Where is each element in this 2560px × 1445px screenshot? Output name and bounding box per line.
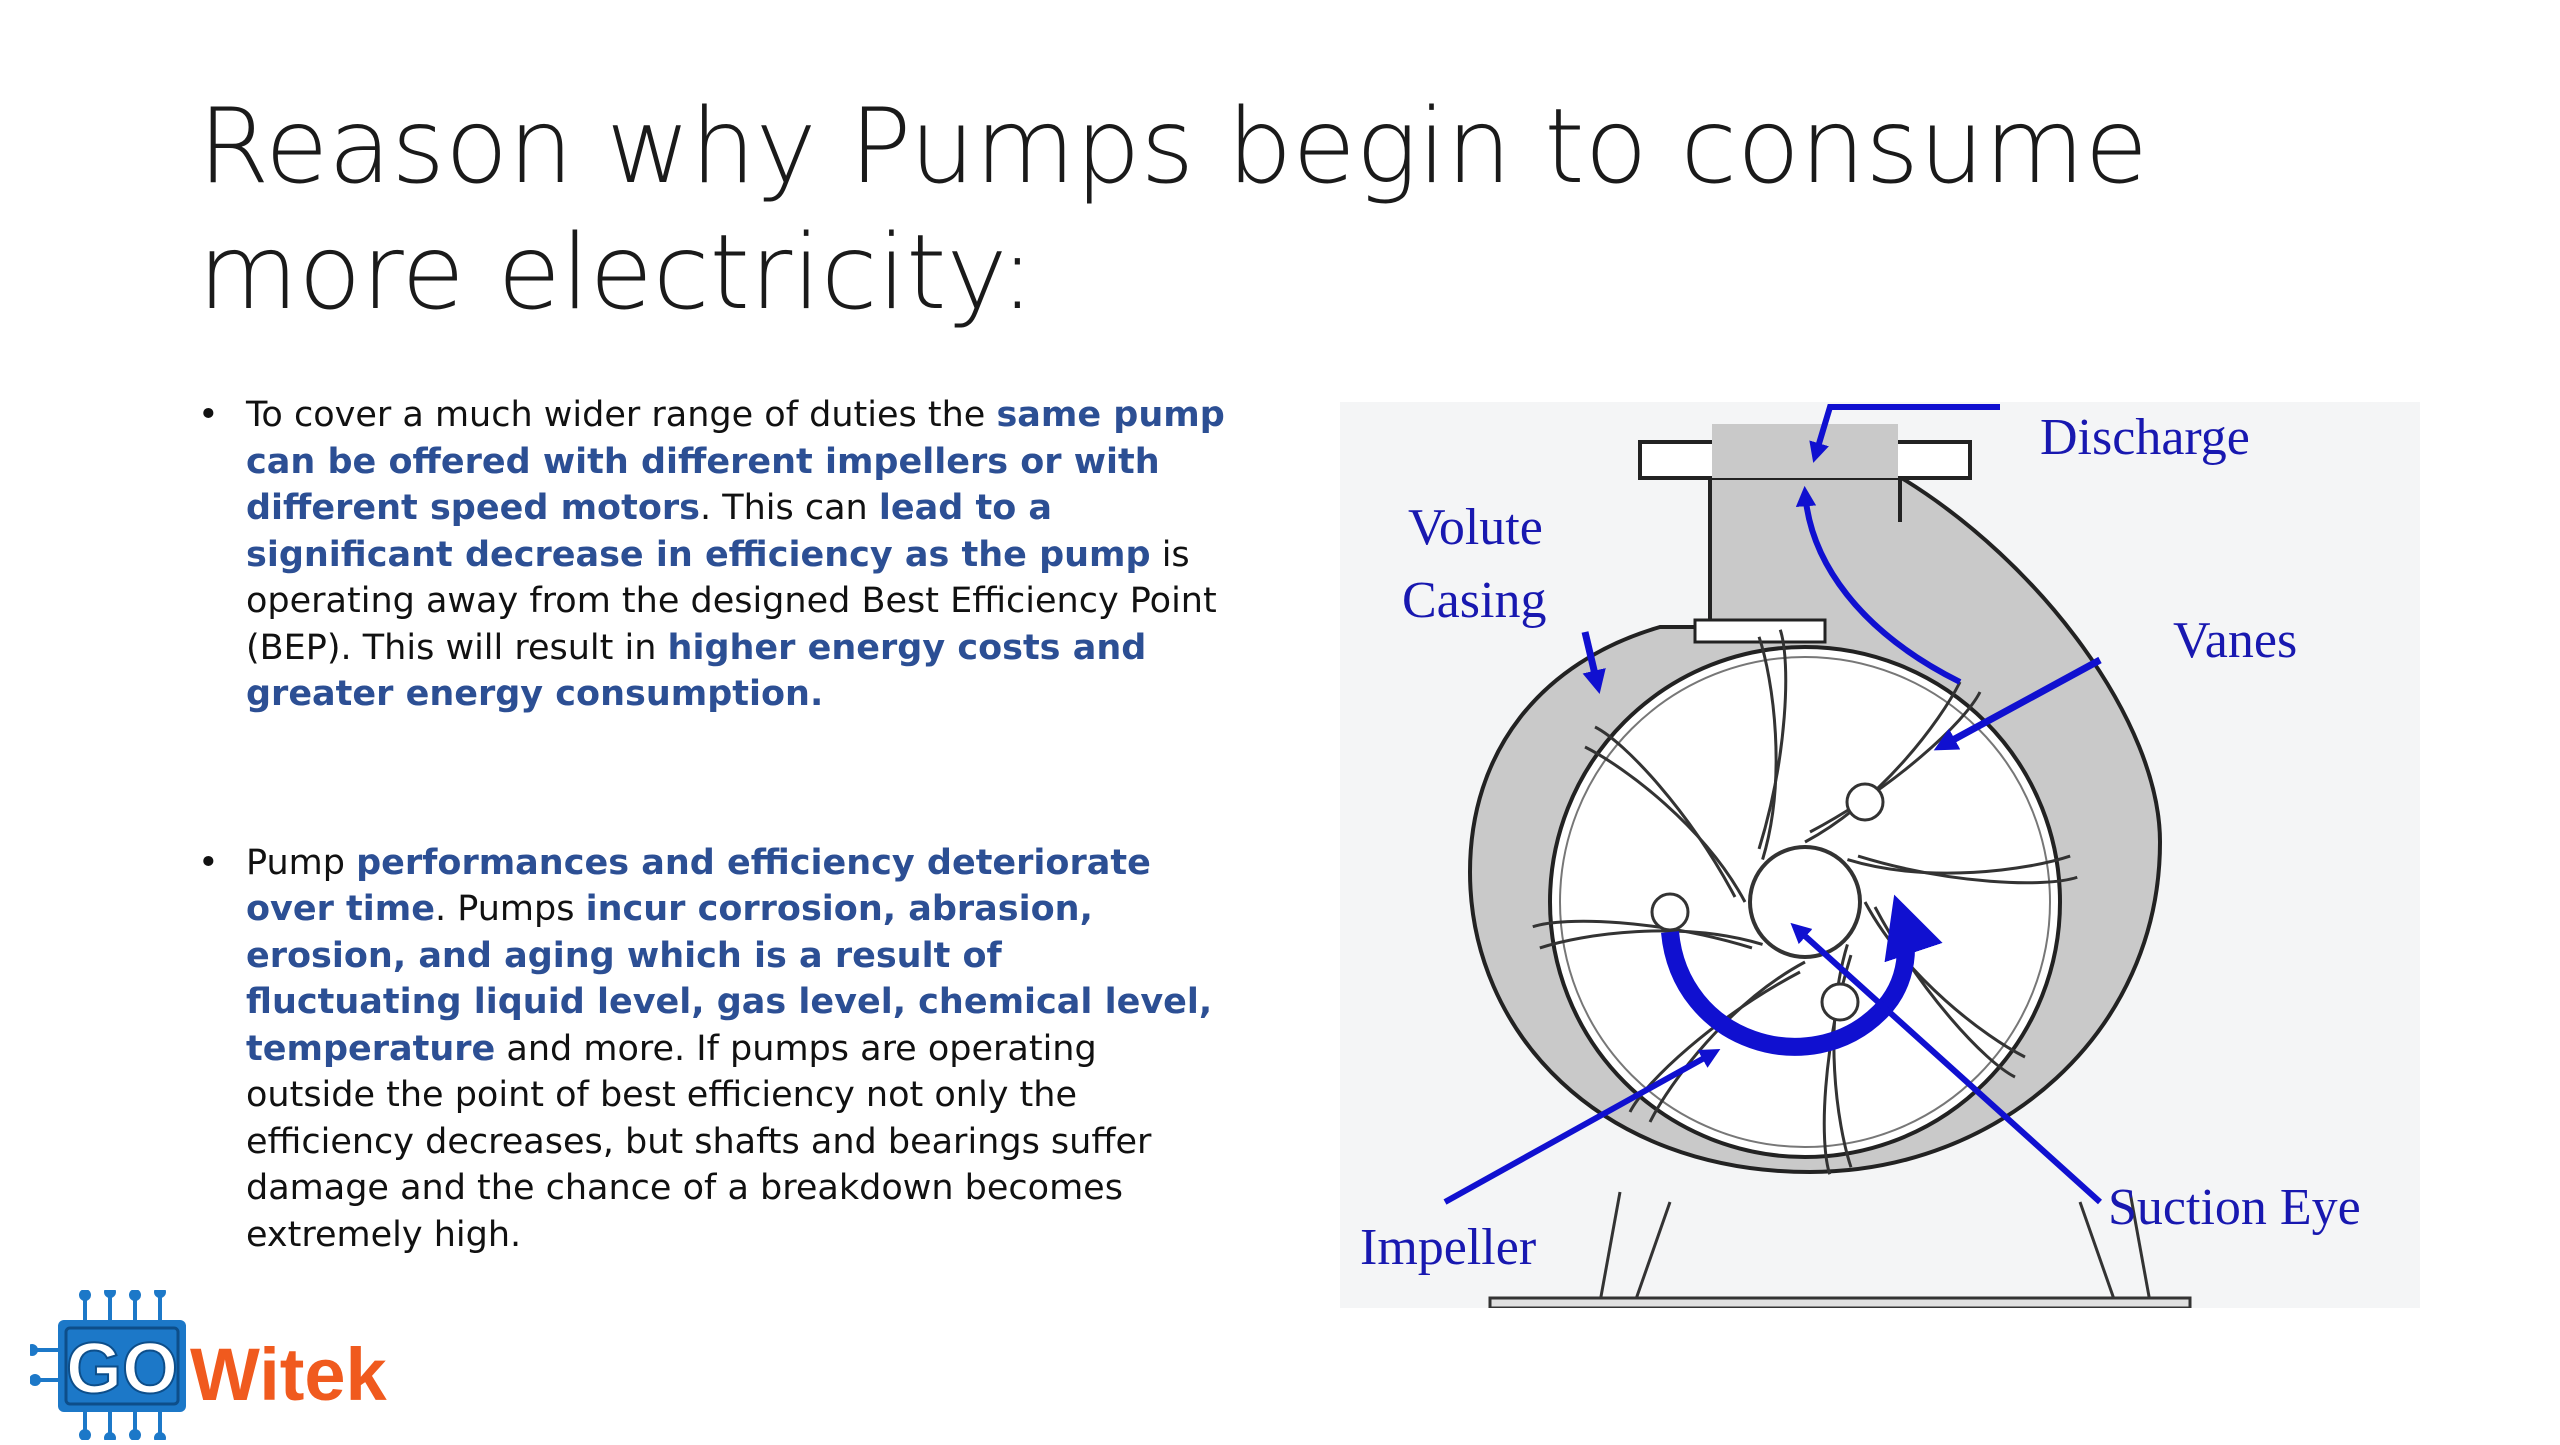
bullet-text: To cover a much wider range of duties th… xyxy=(246,395,1225,714)
pump-base xyxy=(1488,1191,2192,1308)
pump-diagram-svg: Discharge Volute Casing Vanes Suction Ey… xyxy=(1360,404,2361,1308)
logo-wordmark: Witek xyxy=(190,1333,388,1416)
bullet-segment: . This can xyxy=(699,488,879,528)
bullet-highlight: higher energy costs and greater energy c… xyxy=(246,627,1147,715)
impeller xyxy=(1524,621,2086,1183)
bullet-highlight: lead to a significant decrease in effici… xyxy=(246,488,1151,575)
bullet-segment: To cover a much wider range of duties th… xyxy=(246,395,997,435)
bullet-marker: • xyxy=(198,395,219,435)
bullet-segment: is operating away from the designed Best… xyxy=(246,534,1217,668)
volute-label-line2: Casing xyxy=(1402,572,1546,629)
chip-icon xyxy=(58,1320,186,1412)
discharge-label: Discharge xyxy=(2040,409,2250,466)
volute-label-line1: Volute xyxy=(1408,499,1543,556)
bullet-highlight: performances and efficiency deteriorate … xyxy=(246,842,1151,930)
suction-eye-label: Suction Eye xyxy=(2108,1179,2361,1236)
bullet-segment: Pump xyxy=(246,842,357,883)
bullet-item: • To cover a much wider range of duties … xyxy=(198,392,1228,718)
circuit-traces-icon xyxy=(26,1286,166,1444)
bullet-text: Pump performances and efficiency deterio… xyxy=(246,843,1212,1255)
vanes-label: Vanes xyxy=(2173,612,2297,669)
flow-arrows xyxy=(1443,404,2103,1205)
bullet-marker: • xyxy=(198,842,219,883)
pump-diagram: Discharge Volute Casing Vanes Suction Ey… xyxy=(1340,402,2420,1308)
bullet-segment: and more. If pumps are operating outside… xyxy=(246,1028,1152,1255)
gowitek-logo: GO Witek xyxy=(26,1286,430,1444)
volute-casing xyxy=(1467,424,2163,1175)
slide-title: Reason why Pumps begin to consume more e… xyxy=(198,87,2148,333)
bullet-item: • Pump performances and efficiency deter… xyxy=(198,840,1228,1259)
bullet-highlight: incur corrosion, abrasion, erosion, and … xyxy=(246,889,1213,1069)
logo-mark: GO xyxy=(66,1329,178,1409)
impeller-label: Impeller xyxy=(1360,1219,1536,1276)
bullet-list: • To cover a much wider range of duties … xyxy=(198,392,1228,1258)
bullet-highlight: same pump can be offered with different … xyxy=(246,395,1225,528)
bullet-segment: . Pumps xyxy=(434,889,586,929)
